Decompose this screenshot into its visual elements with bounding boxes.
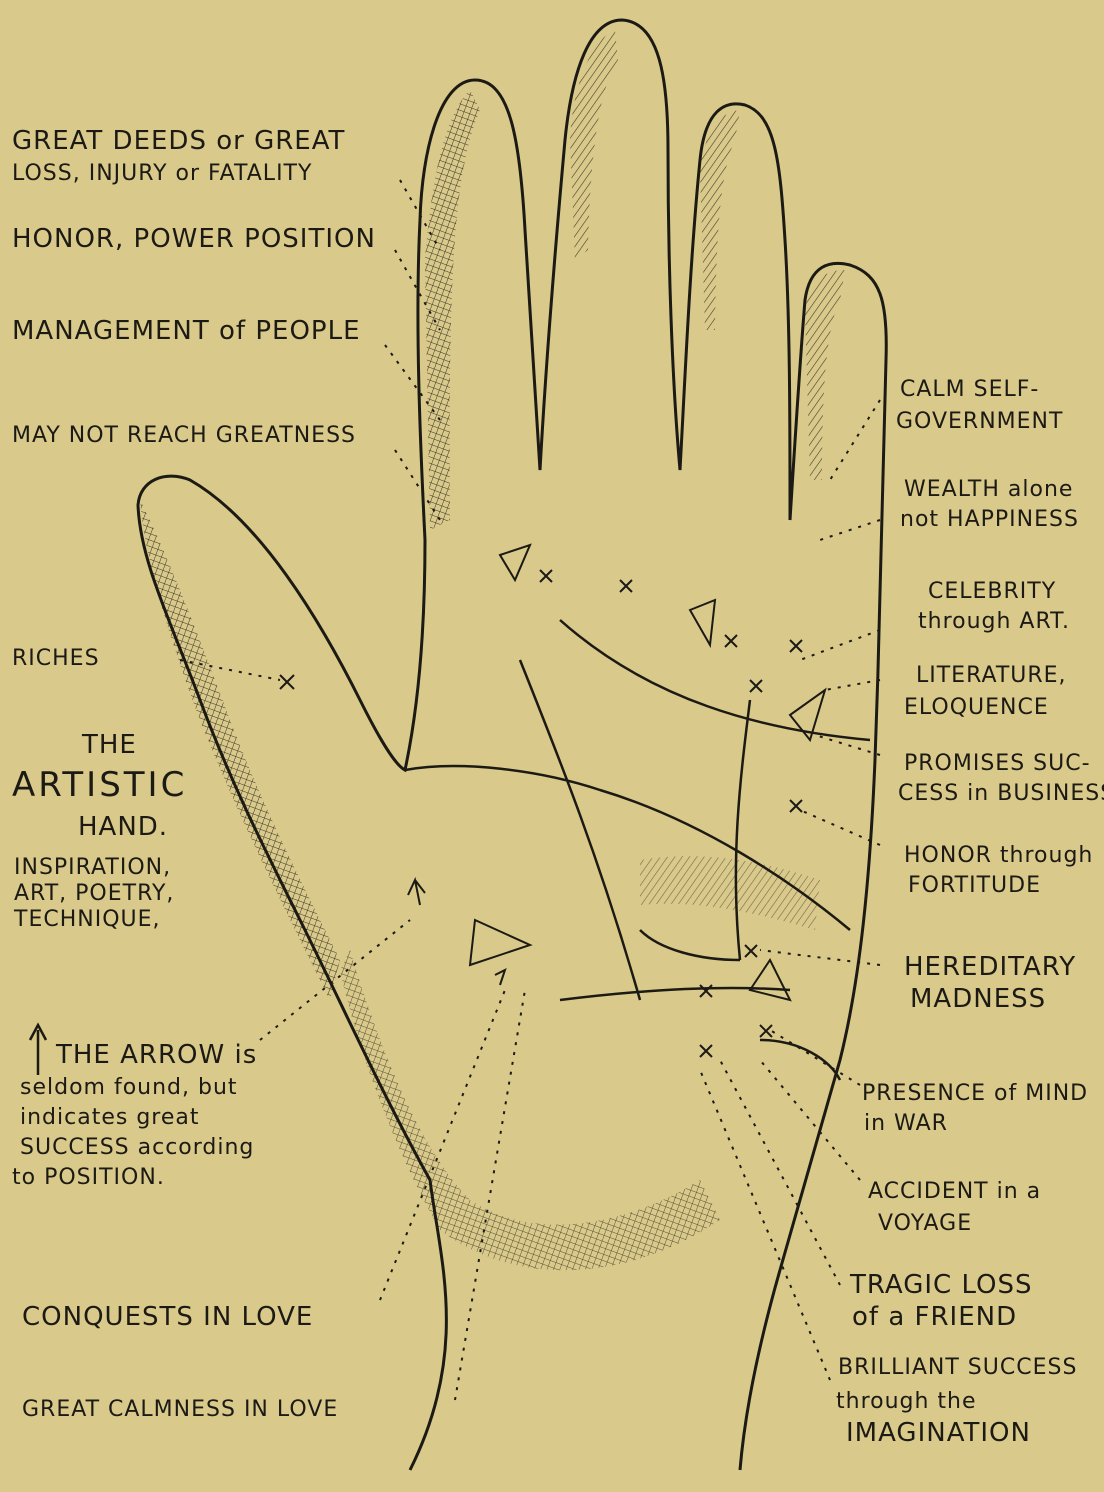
mount-shading [640,856,820,930]
palm-heel-shading [340,950,720,1270]
label-honor-power: HONOR, POWER POSITION [12,226,376,253]
label-great-calmness: GREAT CALMNESS IN LOVE [22,1398,338,1421]
arrow-note-line5: to POSITION. [12,1166,165,1189]
label-promises-line1: PROMISES SUC- [904,752,1091,775]
label-honor-line2: FORTITUDE [908,874,1041,897]
label-brilliant-line3: IMAGINATION [846,1420,1031,1447]
title-artistic: ARTISTIC [12,768,187,804]
palm-symbols [280,545,825,1057]
label-great-deeds-line1: GREAT DEEDS or GREAT [12,128,345,155]
label-presence-line2: in WAR [864,1112,948,1135]
label-riches: RICHES [12,647,100,670]
arrow-note-icon [30,1025,46,1075]
label-honor-line1: HONOR through [904,844,1093,867]
palm-lines [405,620,870,1080]
label-literature-line1: LITERATURE, [916,664,1067,687]
label-presence-line1: PRESENCE of MIND [862,1082,1088,1105]
title-technique: TECHNIQUE, [14,908,161,931]
arrow-note-line4: SUCCESS according [20,1136,254,1159]
label-brilliant-line1: BRILLIANT SUCCESS [838,1356,1077,1379]
title-inspiration: INSPIRATION, [14,856,171,879]
label-calm-line1: CALM SELF- [900,378,1039,401]
middle-finger-shading [570,30,618,260]
label-wealth-line2: not HAPPINESS [900,508,1079,531]
label-accident-line2: VOYAGE [878,1212,972,1235]
thumb-shading [140,500,340,1000]
label-may-not-reach: MAY NOT REACH GREATNESS [12,424,356,447]
arrow-note-line2: seldom found, but [20,1076,238,1099]
arrow-note-line3: indicates great [20,1106,200,1129]
title-the: THE [82,732,137,759]
little-finger-shading [805,270,845,480]
label-hereditary-line2: MADNESS [910,986,1046,1013]
label-conquests: CONQUESTS IN LOVE [22,1304,313,1331]
leader-lines [180,180,880,1400]
label-calm-line2: GOVERNMENT [896,410,1063,433]
label-accident-line1: ACCIDENT in a [868,1180,1041,1203]
label-wealth-line1: WEALTH alone [904,478,1073,501]
label-great-deeds-line2: LOSS, INJURY or FATALITY [12,162,312,185]
label-brilliant-line2: through the [836,1390,977,1413]
label-literature-line2: ELOQUENCE [904,696,1049,719]
label-celebrity-line2: through ART. [918,610,1070,633]
ring-finger-shading [700,110,740,330]
finger-shading [425,90,480,530]
title-hand: HAND. [78,814,168,841]
label-hereditary-line1: HEREDITARY [904,954,1076,981]
label-tragic-line2: of a FRIEND [852,1304,1017,1331]
title-art-poetry: ART, POETRY, [14,882,174,905]
label-tragic-line1: TRAGIC LOSS [850,1272,1033,1299]
arrow-note-line1: THE ARROW is [56,1042,257,1069]
label-celebrity-line1: CELEBRITY [928,580,1056,603]
label-promises-line2: CESS in BUSINESS [898,782,1104,805]
label-management: MANAGEMENT of PEOPLE [12,318,361,345]
